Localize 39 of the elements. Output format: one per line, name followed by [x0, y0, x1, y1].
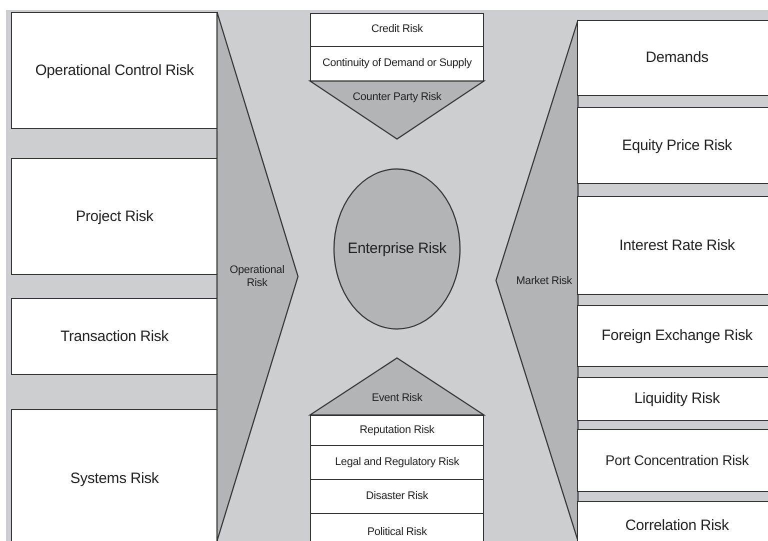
node-label: Project Risk [76, 208, 154, 226]
node-label: Foreign Exchange Risk [602, 327, 752, 345]
node-label: Port Concentration Risk [605, 452, 749, 469]
risk-box [11, 158, 218, 275]
risk-box [310, 415, 484, 446]
node-label: Transaction Risk [60, 328, 168, 346]
node-label: Operational Risk [228, 262, 286, 291]
node-label: Interest Rate Risk [619, 236, 735, 254]
node-label: Disaster Risk [366, 490, 428, 504]
risk-box [577, 377, 768, 421]
node-label: Enterprise Risk [346, 239, 448, 259]
node-label: Operational Control Risk [35, 62, 194, 80]
risk-box [577, 20, 768, 96]
risk-box [577, 305, 768, 367]
node-label: Continuity of Demand or Supply [322, 57, 472, 71]
risk-box [310, 46, 484, 82]
node-label: Counter Party Risk [352, 90, 442, 106]
risk-box [310, 513, 484, 541]
risk-box [577, 107, 768, 184]
risk-box [11, 409, 218, 541]
risk-box [577, 196, 768, 295]
node-label: Liquidity Risk [634, 390, 720, 408]
node-label: Reputation Risk [360, 424, 434, 438]
node-label: Legal and Regulatory Risk [334, 456, 460, 470]
node-label: Correlation Risk [625, 517, 729, 535]
node-label: Event Risk [370, 391, 424, 406]
risk-box [11, 298, 218, 375]
node-label: Political Risk [367, 526, 427, 540]
risk-box [11, 12, 218, 129]
risk-box [310, 445, 484, 480]
node-label: Equity Price Risk [622, 136, 732, 154]
node-label: Systems Risk [70, 470, 159, 488]
risk-box [577, 429, 768, 492]
node-label: Demands [646, 49, 708, 67]
risk-box [310, 13, 484, 47]
risk-box [310, 479, 484, 514]
node-label: Credit Risk [371, 23, 423, 37]
node-label: Market Risk [515, 274, 573, 290]
risk-box [577, 501, 768, 541]
